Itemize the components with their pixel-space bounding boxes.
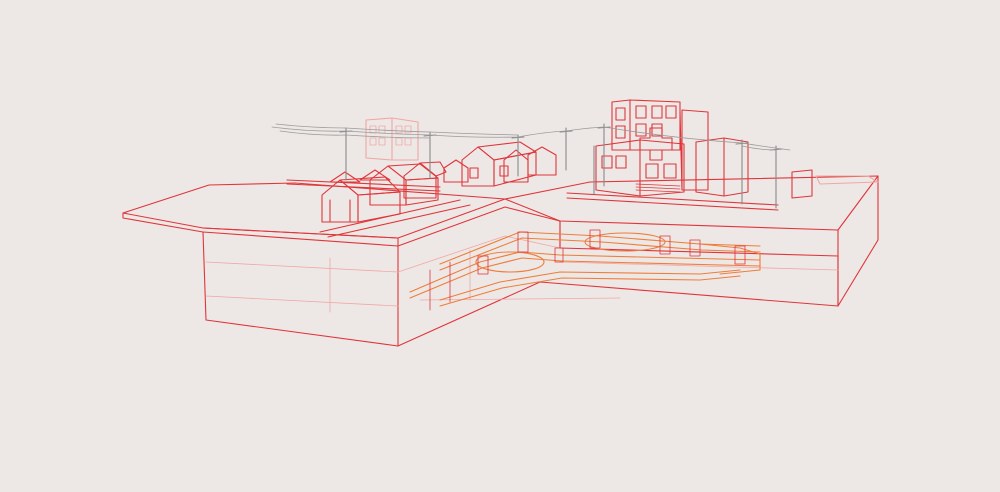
house-center-1 [462,142,536,186]
pole-1 [340,128,352,180]
houses-left [322,162,446,222]
power-lines [272,124,790,150]
cutaway-light-lines [206,236,838,312]
pole-2 [424,132,436,178]
pole-5 [598,124,610,186]
left-block-front [203,232,398,346]
pole-7 [736,140,748,204]
box-building-right [696,138,748,196]
slab-front-edge-left [123,213,203,232]
pipe-front [440,270,740,300]
pipe-front-lower [440,276,740,306]
back-road-1 [287,180,440,187]
building-back-left [366,118,418,160]
back-road-2 [287,184,440,191]
small-block-right [792,170,812,198]
underground-pipes [410,232,760,306]
front-main-building [596,128,684,196]
house-center-3 [444,160,468,182]
buildings-right-cluster [596,100,878,198]
left-road-edge-2 [328,205,470,237]
pole-4 [560,128,572,170]
ground-slab [123,176,878,346]
slab-right-side [838,176,878,306]
houses-center [444,142,556,186]
right-road-edge-1 [567,193,778,205]
slab-front-edge [203,228,398,246]
right-road-edge-2 [567,198,778,210]
cut-floor-edge [398,282,838,346]
pole-8 [770,146,782,208]
